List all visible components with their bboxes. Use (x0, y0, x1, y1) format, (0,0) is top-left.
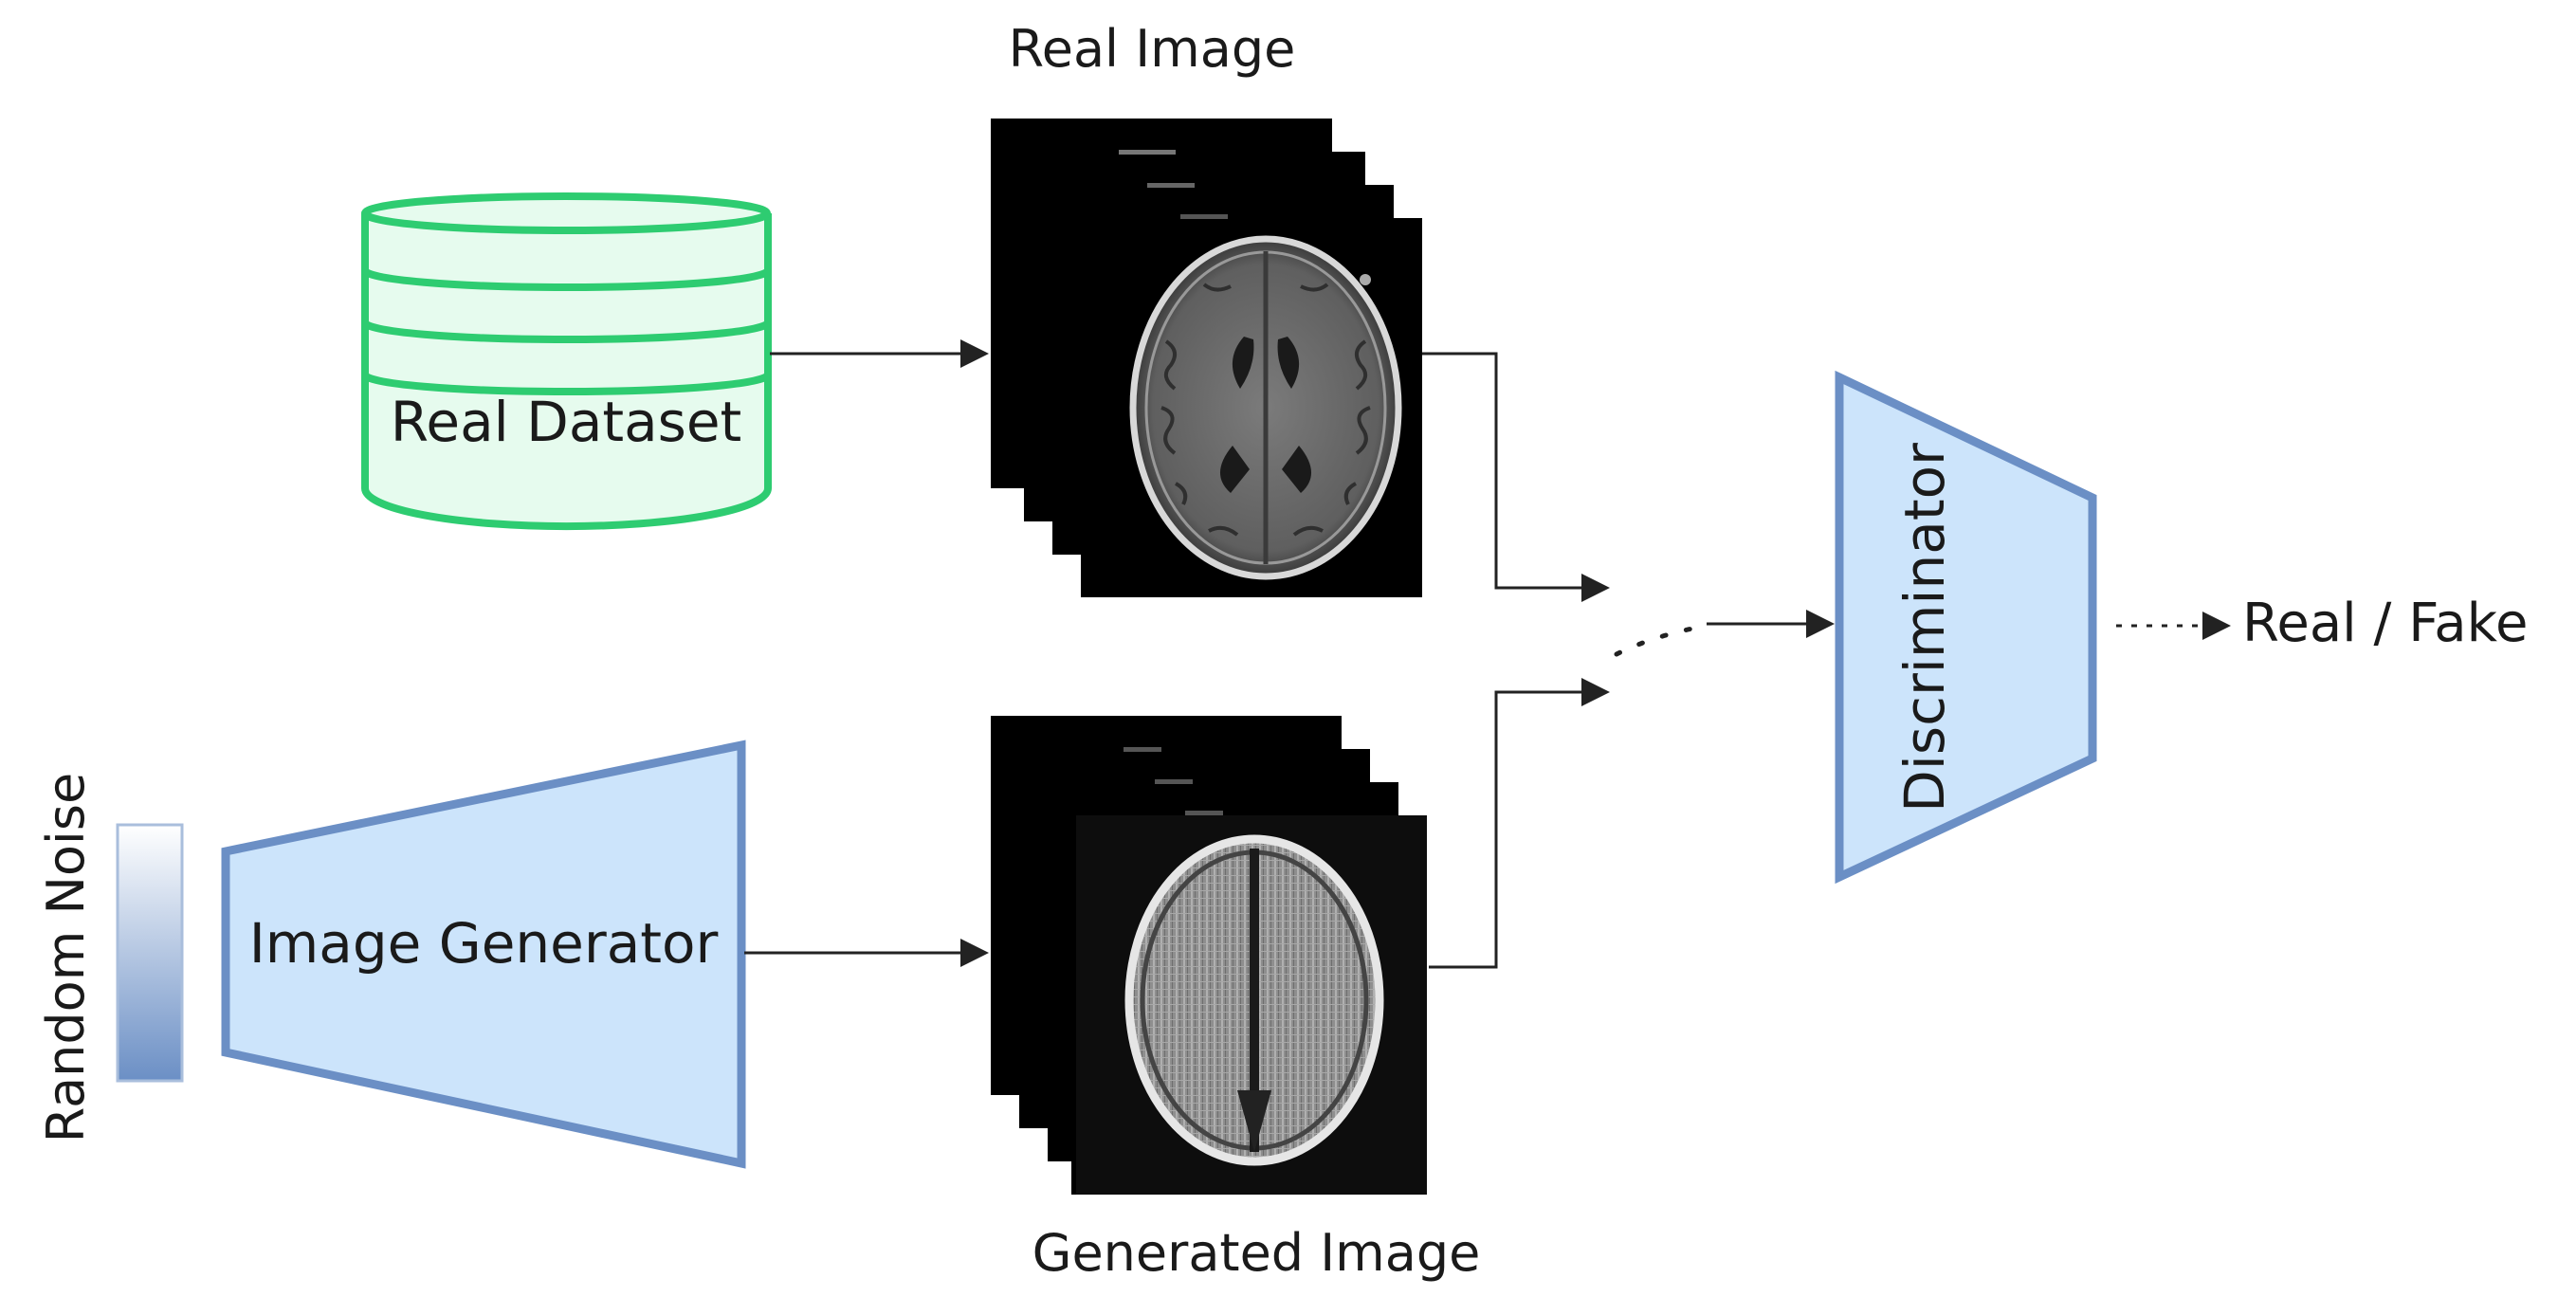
real-image-stack (991, 119, 1422, 597)
image-generator: Image Generator (221, 740, 746, 1169)
random-noise: Random Noise (36, 773, 184, 1143)
discriminator: Discriminator (1835, 370, 2097, 885)
generated-image-stack (991, 716, 1427, 1195)
brain-mri-real-icon (1129, 235, 1402, 580)
image-generator-label: Image Generator (249, 911, 719, 976)
random-noise-label: Random Noise (36, 773, 96, 1143)
arrow-generated-to-merge (1429, 678, 1610, 969)
arrow-real-to-merge (1422, 352, 1610, 602)
database-icon (361, 192, 772, 531)
brain-mri-generated-icon (1124, 834, 1384, 1166)
generated-image-label: Generated Image (1032, 1223, 1481, 1283)
discriminator-label: Discriminator (1892, 443, 1957, 813)
noise-vector-icon (116, 823, 184, 1083)
real-dataset: Real Dataset (361, 192, 772, 531)
connectors (744, 339, 2231, 969)
output-label: Real / Fake (2242, 593, 2528, 654)
real-dataset-label: Real Dataset (391, 390, 742, 454)
merge-dotted (1614, 623, 1709, 657)
real-image-label: Real Image (1009, 19, 1296, 79)
